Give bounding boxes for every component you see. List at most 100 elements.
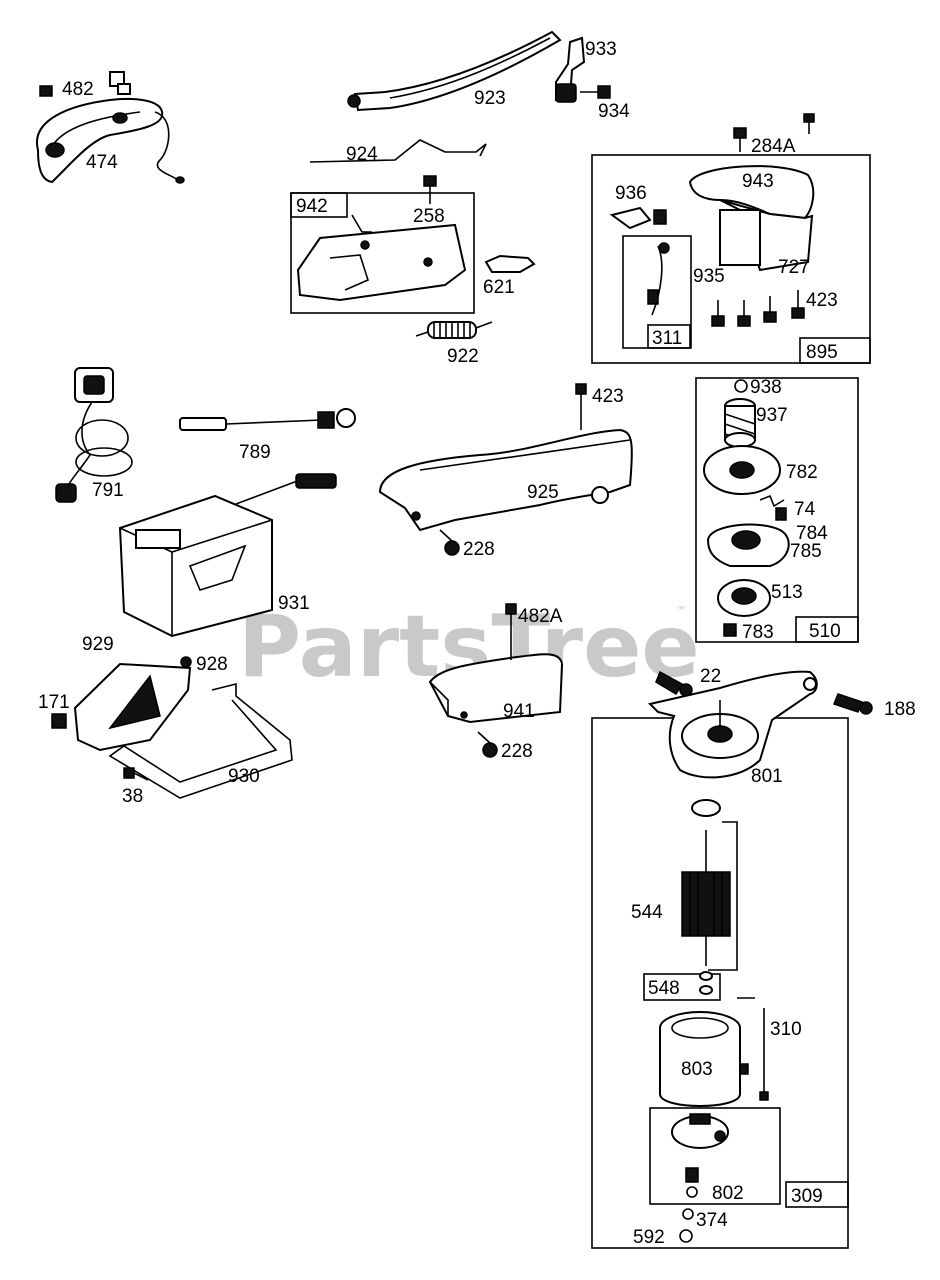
part-474-switch-handle[interactable] — [35, 71, 185, 184]
label-925: 925 — [527, 482, 559, 503]
label-548: 548 — [648, 978, 680, 999]
label-784: 784 — [796, 523, 828, 544]
watermark-trademark: ™ — [676, 604, 685, 614]
label-22: 22 — [700, 666, 721, 687]
part-171-nut[interactable] — [51, 713, 67, 729]
part-784-785-housing[interactable] — [706, 523, 790, 567]
part-930-hold-down[interactable] — [108, 682, 293, 799]
part-924-governor-link[interactable] — [309, 139, 487, 163]
part-931-battery[interactable] — [118, 473, 337, 638]
part-802-end-cap[interactable] — [671, 1113, 729, 1198]
label-423b: 423 — [592, 386, 624, 407]
part-284A-screw[interactable] — [733, 113, 815, 152]
part-922-spring[interactable] — [415, 321, 493, 339]
part-783-nut[interactable] — [723, 623, 737, 637]
label-928: 928 — [196, 654, 228, 675]
label-311: 311 — [652, 328, 682, 349]
box-942-control-assembly — [290, 192, 475, 314]
label-782: 782 — [786, 462, 818, 483]
box-510-drive-assembly — [695, 377, 859, 643]
part-74-screw[interactable] — [775, 507, 787, 521]
label-258: 258 — [413, 206, 445, 227]
part-923-cable[interactable] — [347, 30, 562, 112]
label-785: 785 — [790, 541, 822, 562]
label-937: 937 — [756, 405, 788, 426]
label-783: 783 — [742, 622, 774, 643]
label-935: 935 — [693, 266, 725, 287]
part-942-control-bracket[interactable] — [296, 214, 467, 302]
label-188: 188 — [884, 699, 916, 720]
label-544: 544 — [631, 902, 663, 923]
part-943-cover[interactable] — [688, 165, 815, 272]
label-803: 803 — [681, 1059, 713, 1080]
part-803-frame[interactable] — [659, 1011, 749, 1107]
box-895-cover-assembly — [591, 154, 871, 364]
part-482A-screw[interactable] — [505, 603, 517, 660]
label-789: 789 — [239, 442, 271, 463]
part-548-armature-box — [643, 821, 755, 1001]
label-895: 895 — [806, 342, 838, 363]
label-474: 474 — [86, 152, 118, 173]
label-942: 942 — [296, 196, 328, 217]
part-801-end-bracket[interactable] — [648, 670, 818, 779]
label-929: 929 — [82, 634, 114, 655]
part-374-washer[interactable] — [682, 1208, 694, 1220]
part-513-clutch[interactable] — [717, 579, 771, 617]
part-938-retainer[interactable] — [734, 379, 748, 393]
part-228-screw[interactable] — [439, 529, 460, 556]
label-310: 310 — [770, 1019, 802, 1040]
part-621-choke-link[interactable] — [484, 254, 536, 273]
part-928-screw[interactable] — [180, 656, 192, 668]
label-38: 38 — [122, 786, 143, 807]
part-937-pinion[interactable] — [724, 398, 756, 448]
label-513: 513 — [771, 582, 803, 603]
part-544-armature[interactable] — [681, 799, 731, 995]
label-801: 801 — [751, 766, 783, 787]
part-310-through-bolt[interactable] — [759, 1008, 769, 1101]
part-941-cover[interactable] — [428, 653, 564, 724]
label-727: 727 — [778, 257, 810, 278]
label-802: 802 — [712, 1183, 744, 1204]
label-922: 922 — [447, 346, 479, 367]
label-621: 621 — [483, 277, 515, 298]
part-934-screw[interactable] — [580, 85, 611, 99]
label-941: 941 — [503, 701, 535, 722]
part-228-screw-lower[interactable] — [477, 731, 498, 758]
part-936-stop-switch[interactable] — [609, 206, 667, 230]
label-936: 936 — [615, 183, 647, 204]
part-423-screw[interactable] — [575, 383, 587, 430]
part-782-gear[interactable] — [703, 445, 785, 508]
box-802-end-cap — [649, 1107, 781, 1205]
label-933: 933 — [585, 39, 617, 60]
label-482A: 482A — [518, 606, 563, 627]
part-592-washer[interactable] — [679, 1229, 693, 1243]
label-930: 930 — [228, 766, 260, 787]
label-482: 482 — [62, 79, 94, 100]
label-923: 923 — [474, 88, 506, 109]
label-171: 171 — [38, 692, 70, 713]
part-188-bolt[interactable] — [833, 693, 873, 715]
label-228b: 228 — [501, 741, 533, 762]
part-423-screws[interactable] — [711, 290, 805, 327]
label-423a: 423 — [806, 290, 838, 311]
part-38-screw[interactable] — [123, 767, 149, 781]
label-74: 74 — [794, 499, 816, 520]
label-510: 510 — [809, 621, 841, 642]
part-933-cable-clamp[interactable] — [555, 36, 586, 103]
part-258-screw[interactable] — [423, 175, 437, 204]
label-309: 309 — [791, 1186, 823, 1207]
label-592: 592 — [633, 1227, 665, 1248]
part-791-key-switch[interactable] — [55, 367, 133, 503]
label-938: 938 — [750, 377, 782, 398]
label-284A: 284A — [751, 136, 796, 157]
label-931: 931 — [278, 593, 310, 614]
part-789-battery-cable[interactable] — [179, 408, 356, 431]
part-929-battery-bracket[interactable] — [73, 662, 192, 752]
label-374: 374 — [696, 1210, 728, 1231]
label-228a: 228 — [463, 539, 495, 560]
label-943: 943 — [742, 171, 774, 192]
label-934: 934 — [598, 101, 630, 122]
label-791: 791 — [92, 480, 124, 501]
part-925-cover[interactable] — [378, 428, 633, 532]
